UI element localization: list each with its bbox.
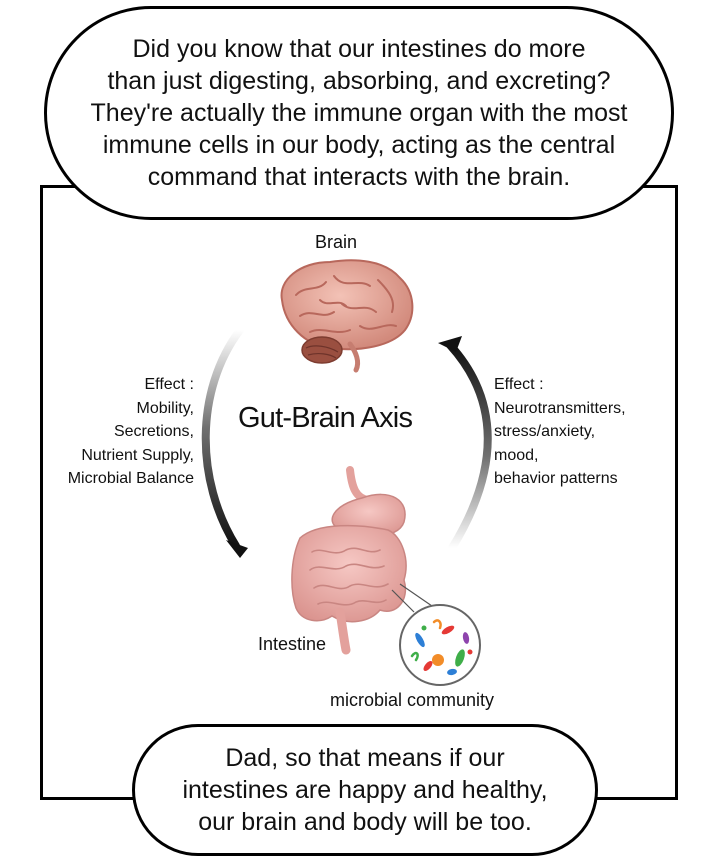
brain-illustration <box>280 259 414 373</box>
intestine-illustration <box>291 466 407 655</box>
left-effect-item: Mobility, <box>136 399 195 417</box>
bottom-bubble-line: Dad, so that means if our <box>225 744 505 772</box>
microbial-community-illustration <box>391 583 481 686</box>
right-effect-item: Neurotransmitters, <box>494 399 626 417</box>
diagram-title: Gut-Brain Axis <box>238 402 413 434</box>
left-effect-list: Effect : Mobility, Secretions, Nutrient … <box>68 373 194 491</box>
top-bubble-line: immune cells in our body, acting as the … <box>102 131 616 159</box>
left-effect-item: Microbial Balance <box>67 470 194 487</box>
top-bubble-line: than just digesting, absorbing, and excr… <box>107 67 611 95</box>
left-effect-item: Nutrient Supply, <box>81 446 194 464</box>
left-effect-heading: Effect : <box>144 376 194 393</box>
microbial-community-label: microbial community <box>330 690 495 710</box>
right-effect-list: Effect : Neurotransmitters, stress/anxie… <box>494 373 626 491</box>
top-bubble-line: command that interacts with the brain. <box>147 163 571 191</box>
top-bubble-line: Did you know that our intestines do more <box>132 35 586 63</box>
right-effect-item: stress/anxiety, <box>494 423 596 440</box>
brain-label: Brain <box>315 232 358 252</box>
right-effect-item: mood, <box>494 446 539 464</box>
top-speech-bubble: Did you know that our intestines do more… <box>44 6 674 220</box>
intestine-label: Intestine <box>258 634 327 654</box>
right-effect-item: behavior patterns <box>494 470 618 487</box>
right-effect-heading: Effect : <box>494 376 544 393</box>
left-effect-item: Secretions, <box>113 423 194 440</box>
bottom-bubble-line: intestines are happy and healthy, <box>182 776 548 804</box>
top-bubble-line: They're actually the immune organ with t… <box>90 99 628 127</box>
arrow-brain-to-intestine <box>201 326 248 558</box>
arrow-intestine-to-brain <box>438 336 492 552</box>
bottom-speech-bubble: Dad, so that means if our intestines are… <box>132 724 598 856</box>
bottom-bubble-line: our brain and body will be too. <box>198 808 532 836</box>
